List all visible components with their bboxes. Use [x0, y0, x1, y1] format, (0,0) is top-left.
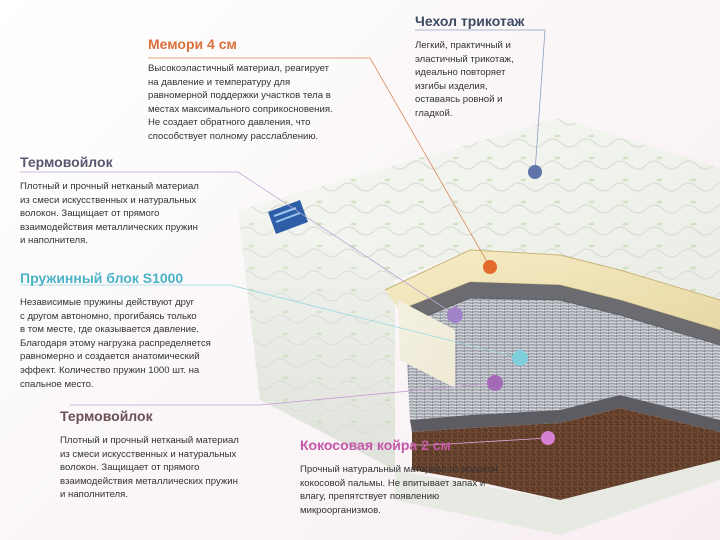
felt-top-description: Плотный и прочный нетканый материал из с…: [20, 181, 199, 247]
coir-callout: Кокосовая койра 2 см Прочный натуральный…: [300, 437, 498, 517]
felt-top-callout: Термовойлок Плотный и прочный нетканый м…: [20, 154, 199, 248]
memory-marker-dot: [483, 260, 497, 274]
felt-bottom-title: Термовойлок: [60, 408, 153, 424]
springs-marker-dot: [512, 350, 528, 366]
coir-title: Кокосовая койра 2 см: [300, 437, 451, 453]
felt-bottom-callout: Термовойлок Плотный и прочный нетканый м…: [60, 408, 239, 502]
cover-description: Легкий, практичный и эластичный трикотаж…: [415, 40, 514, 119]
cover-marker-dot: [528, 165, 542, 179]
springs-title: Пружинный блок S1000: [20, 270, 184, 286]
memory-title: Мемори 4 см: [148, 36, 237, 52]
coir-marker-dot: [541, 431, 555, 445]
cover-callout: Чехол трикотаж Легкий, практичный и элас…: [415, 13, 524, 121]
felt-top-marker-dot: [447, 307, 463, 323]
memory-description: Высокоэластичный материал, реагирует на …: [148, 63, 333, 142]
cover-title: Чехол трикотаж: [415, 13, 525, 29]
springs-description: Независимые пружины действуют друг с дру…: [20, 297, 211, 390]
coir-description: Прочный натуральный материал из волокон …: [300, 464, 498, 516]
felt-bottom-description: Плотный и прочный нетканый материал из с…: [60, 435, 239, 501]
memory-callout: Мемори 4 см Высокоэластичный материал, р…: [148, 36, 333, 144]
felt-top-title: Термовойлок: [20, 154, 113, 170]
felt-bottom-marker-dot: [487, 375, 503, 391]
springs-callout: Пружинный блок S1000 Независимые пружины…: [20, 270, 211, 391]
